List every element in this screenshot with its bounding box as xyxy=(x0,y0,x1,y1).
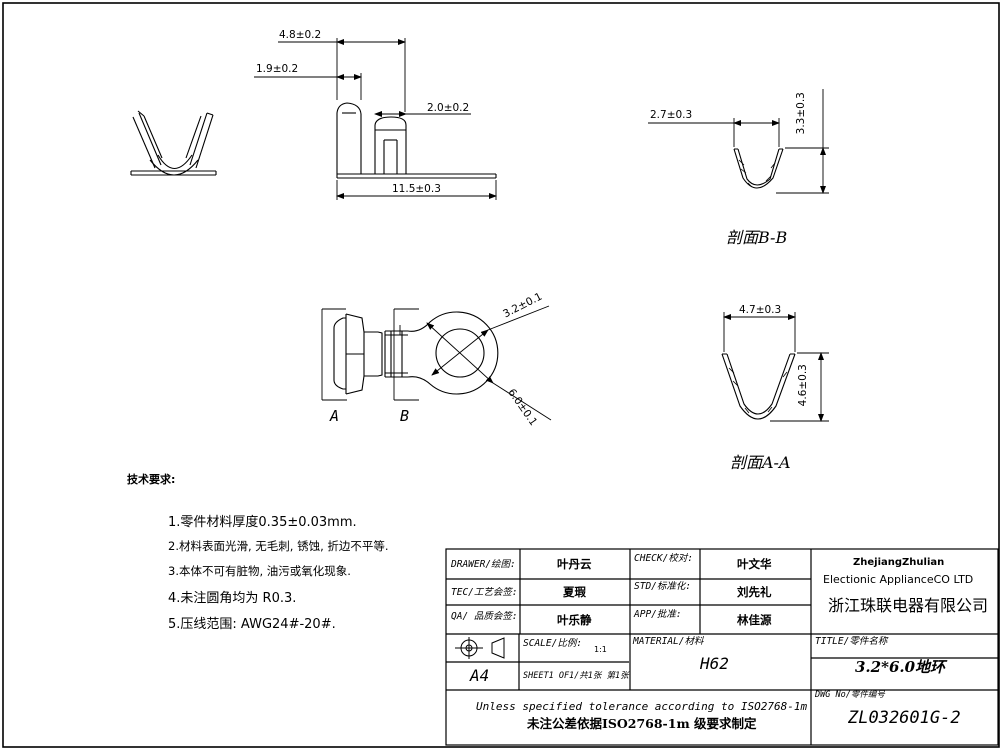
company-name-cn: 浙江珠联电器有限公司 xyxy=(828,596,989,615)
sheet-value: SHEET1 OF1/共1张 第1张 xyxy=(523,671,629,681)
section-bb-dimensions xyxy=(648,89,829,194)
std-value: 刘先礼 xyxy=(737,585,772,599)
dim-2-7: 2.7±0.3 xyxy=(650,109,693,121)
dim-4-7: 4.7±0.3 xyxy=(739,304,782,316)
requirement-item: 3.本体不可有脏物, 油污或氧化现象. xyxy=(168,564,351,578)
material-value: H62 xyxy=(700,654,729,673)
projection-symbol-icon xyxy=(455,637,505,659)
cut-label-b: B xyxy=(400,407,410,425)
company-name-en-1: ZhejiangZhulian xyxy=(853,557,945,568)
scale-label: SCALE/比例: xyxy=(523,638,583,649)
section-bb xyxy=(733,148,784,189)
dim-1-9: 1.9±0.2 xyxy=(256,63,299,75)
qa-label: QA/ 品质会签: xyxy=(451,611,518,622)
scale-value: 1:1 xyxy=(594,645,607,654)
dwg-value: ZL032601G-2 xyxy=(848,708,961,728)
dim-4-8: 4.8±0.2 xyxy=(279,29,322,41)
section-aa xyxy=(721,353,796,420)
drawer-value: 叶丹云 xyxy=(557,557,592,571)
front-view xyxy=(336,102,497,179)
section-cut-lines xyxy=(321,308,419,401)
qa-value: 叶乐静 xyxy=(557,613,592,627)
app-value: 林佳源 xyxy=(737,613,772,627)
tec-value: 夏瑕 xyxy=(563,585,586,599)
section-aa-label: 剖面A-A xyxy=(730,453,791,472)
check-label: CHECK/校对: xyxy=(634,553,694,564)
dim-3-3: 3.3±0.3 xyxy=(794,92,807,135)
requirements-title: 技术要求: xyxy=(127,473,176,486)
tolerance-cn: 未注公差依据ISO2768-1m 级要求制定 xyxy=(527,716,757,731)
dim-2-0: 2.0±0.2 xyxy=(427,102,470,114)
std-label: STD/标准化: xyxy=(634,581,692,592)
drawer-label: DRAWER/绘图: xyxy=(451,559,516,570)
company-name-en-2: Electionic ApplianceCO LTD xyxy=(823,573,974,586)
check-value: 叶文华 xyxy=(737,557,772,571)
title-value: 3.2*6.0地环 xyxy=(855,658,946,676)
app-label: APP/批准: xyxy=(634,609,682,620)
tec-label: TEC/工艺会签: xyxy=(451,587,518,598)
size-value: A4 xyxy=(470,666,490,685)
material-label: MATERIAL/材料 xyxy=(633,636,704,647)
section-bb-label: 剖面B-B xyxy=(726,228,788,247)
requirement-item: 1.零件材料厚度0.35±0.03mm. xyxy=(168,515,357,530)
section-aa-dimensions xyxy=(723,312,829,422)
title-block-frame xyxy=(445,548,999,746)
cut-label-a: A xyxy=(330,407,340,425)
front-view-dimensions xyxy=(254,38,497,200)
requirement-item: 4.未注圆角均为 R0.3. xyxy=(168,591,297,606)
dwg-label: DWG No/零件编号 xyxy=(815,690,885,700)
dim-4-6: 4.6±0.3 xyxy=(796,364,809,407)
requirement-item: 2.材料表面光滑, 无毛刺, 锈蚀, 折边不平等. xyxy=(168,539,389,553)
title-label: TITLE/零件名称 xyxy=(815,636,888,647)
side-view xyxy=(130,110,217,176)
top-view xyxy=(333,311,499,395)
top-view-dimensions xyxy=(426,305,552,421)
requirement-item: 5.压线范围: AWG24#-20#. xyxy=(168,617,336,632)
dim-11-5: 11.5±0.3 xyxy=(392,183,441,195)
tolerance-en: Unless specified tolerance according to … xyxy=(476,700,808,713)
